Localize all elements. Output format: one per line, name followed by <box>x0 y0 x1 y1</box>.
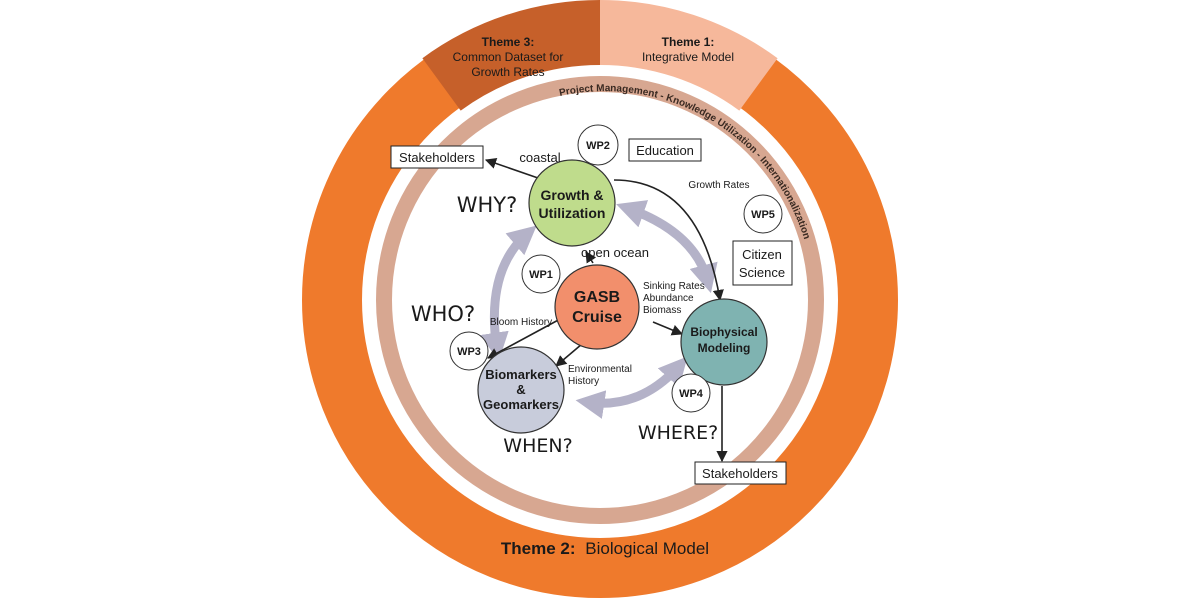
node-biomarkers: Biomarkers & Geomarkers <box>477 346 565 434</box>
node-biophysical: Biophysical Modeling <box>680 298 768 386</box>
wp4-label: WP4 <box>679 388 704 400</box>
arrow-gasb-to-biomarkers-left <box>487 317 563 359</box>
wp1-label: WP1 <box>529 269 553 281</box>
question-when: WHEN? <box>503 435 572 457</box>
label-abundance: Abundance <box>643 293 694 304</box>
stakeholders-top-label: Stakeholders <box>399 150 475 165</box>
theme3-segment <box>422 0 600 111</box>
wp2-label: WP2 <box>586 140 610 152</box>
node-biomarkers-line3: Geomarkers <box>483 397 559 412</box>
node-gasb: GASB Cruise <box>554 264 640 350</box>
stakeholders-bottom-box: Stakeholders <box>694 461 787 485</box>
node-biophysical-line2: Modeling <box>698 341 751 355</box>
wp3-badge: WP3 <box>449 331 489 371</box>
question-where: WHERE? <box>638 422 718 444</box>
label-sinking-rates: Sinking Rates <box>643 281 705 292</box>
label-coastal: coastal <box>519 150 560 165</box>
cycle-arrow-biomarkers-growth <box>480 225 537 362</box>
cycle-arrow-growth-biophysical <box>616 200 718 294</box>
education-box: Education <box>628 138 702 162</box>
node-biomarkers-line2: & <box>516 382 525 397</box>
label-environmental: Environmental <box>568 364 632 375</box>
citizen-science-box: Citizen Science <box>732 240 793 286</box>
wp1-badge: WP1 <box>521 254 561 294</box>
label-growth-rates: Growth Rates <box>688 180 749 191</box>
node-growth-line1: Growth & <box>541 187 604 203</box>
arrow-growth-to-biophysical <box>613 179 724 302</box>
node-biophysical-line1: Biophysical <box>690 325 757 339</box>
theme1-title: Theme 1: <box>662 35 715 49</box>
wp5-badge: WP5 <box>743 194 783 234</box>
stakeholders-bottom-label: Stakeholders <box>702 466 778 481</box>
wp4-badge: WP4 <box>671 373 711 413</box>
theme3-title: Theme 3: <box>482 35 535 49</box>
theme2-title: Theme 2: <box>501 539 576 558</box>
node-gasb-line1: GASB <box>574 289 620 306</box>
wp2-badge: WP2 <box>577 124 619 166</box>
citizen-line1: Citizen <box>742 247 782 262</box>
label-biomass: Biomass <box>643 305 681 316</box>
node-biomarkers-line1: Biomarkers <box>485 367 557 382</box>
citizen-line2: Science <box>739 265 785 280</box>
inner-ring <box>376 76 824 524</box>
question-why: WHY? <box>457 193 518 217</box>
education-label: Education <box>636 143 694 158</box>
theme3-line2: Growth Rates <box>471 65 544 79</box>
arrow-gasb-to-biophysical <box>652 321 684 336</box>
arrow-gasb-to-biomarkers-right <box>555 343 583 367</box>
cycle-arrows <box>480 200 718 419</box>
theme3-line1: Common Dataset for <box>453 50 564 64</box>
stakeholders-top-box: Stakeholders <box>390 145 484 169</box>
node-growth-line2: Utilization <box>539 205 606 221</box>
label-open-ocean: open ocean <box>581 245 649 260</box>
wp5-label: WP5 <box>751 209 775 221</box>
label-history: History <box>568 376 599 387</box>
theme1-segment <box>600 0 778 111</box>
cycle-arrow-biophysical-biomarkers <box>575 356 688 419</box>
theme2-subtitle: Biological Model <box>585 539 709 558</box>
wp3-label: WP3 <box>457 346 481 358</box>
label-bloom-history: Bloom History <box>490 317 552 328</box>
node-gasb-line2: Cruise <box>572 309 622 326</box>
theme1-line1: Integrative Model <box>642 50 734 64</box>
flow-arrows <box>484 158 728 463</box>
arrow-gasb-to-growth <box>585 251 597 264</box>
theme2-label: Theme 2: Biological Model <box>501 539 709 558</box>
arrow-growth-to-stakeholders <box>484 158 539 179</box>
question-who: WHO? <box>411 302 475 326</box>
node-growth: Growth & Utilization <box>528 159 616 247</box>
